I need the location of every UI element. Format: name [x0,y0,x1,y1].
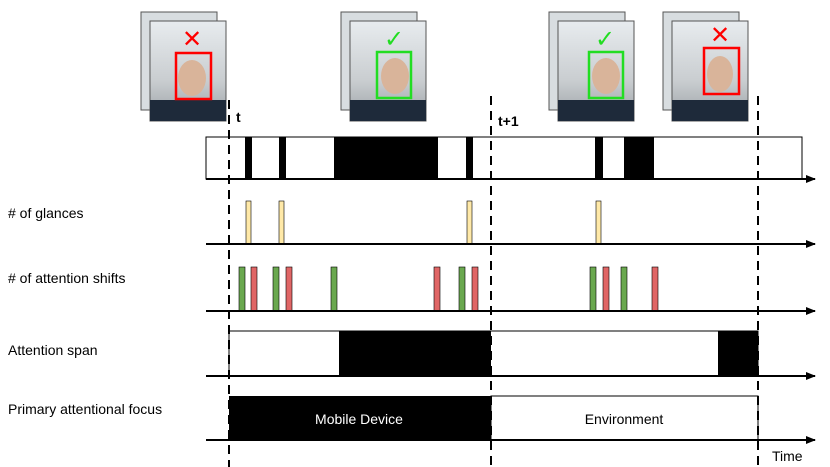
accept-icon: ✓ [595,26,615,53]
glances-track [206,200,816,248]
time-markers: t t+1 [228,96,759,467]
marker-label-t: t [236,109,241,125]
primary-focus-track: Mobile Device Environment [206,395,816,444]
photo-stack-1: ✕ [140,11,227,122]
face [381,58,409,94]
reject-icon: ✕ [710,22,730,49]
glance-mark [278,200,285,245]
face-box-rejected [702,46,741,96]
marker-label-t1: t+1 [498,113,519,129]
focus-label-environment: Environment [585,411,664,427]
row-label-primary-focus: Primary attentional focus [8,401,162,417]
attention-span-track [206,330,816,380]
row-label-attention-shifts: # of attention shifts [8,270,126,286]
glance-mark [245,200,252,245]
activity-bar [205,136,816,183]
face-box-accepted [587,50,625,100]
row-label-glances: # of glances [8,205,84,221]
photo-stack-3: ✓ [548,11,635,122]
attention-shifts-track [206,266,816,315]
face [707,56,733,92]
reject-icon: ✕ [182,26,202,53]
glance-mark [595,200,602,245]
photo-stack-2: ✓ [340,11,427,122]
face [178,60,206,96]
face [592,58,620,94]
accept-icon: ✓ [384,26,404,53]
row-label-attention-span: Attention span [8,342,98,358]
photo-stack-4: ✕ [662,11,749,122]
face-box-rejected [174,51,213,101]
focus-segment-mobile [229,396,491,440]
face-box-accepted [375,50,413,100]
glance-mark [466,200,473,245]
focus-label-mobile: Mobile Device [315,411,403,427]
time-axis-label: Time [772,448,803,464]
